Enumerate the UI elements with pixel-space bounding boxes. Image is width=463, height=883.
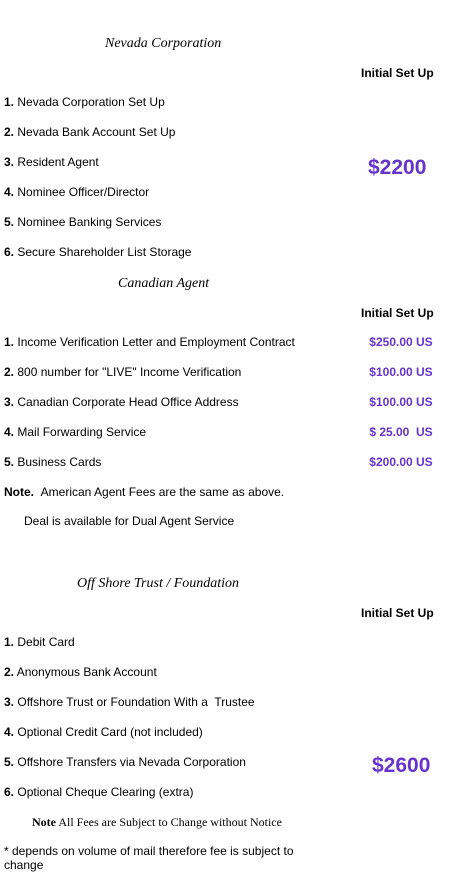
item-number: 2.	[4, 125, 15, 139]
offshore-item-6: 6. Optional Cheque Clearing (extra)	[4, 785, 193, 799]
item-text: 800 number for "LIVE" Income Verificatio…	[17, 365, 242, 379]
nevada-item-6: 6. Secure Shareholder List Storage	[4, 245, 191, 259]
item-text: Offshore Transfers via Nevada Corporatio…	[17, 755, 246, 769]
item-text: Offshore Trust or Foundation With a Trus…	[17, 695, 255, 709]
nevada-item-4: 4. Nominee Officer/Director	[4, 185, 149, 199]
item-number: 4.	[4, 725, 15, 739]
offshore-item-3: 3. Offshore Trust or Foundation With a T…	[4, 695, 255, 709]
item-text: Anonymous Bank Account	[16, 665, 157, 679]
item-text: Business Cards	[17, 455, 102, 469]
item-text: Secure Shareholder List Storage	[17, 245, 192, 259]
offshore-item-5: 5. Offshore Transfers via Nevada Corpora…	[4, 755, 246, 769]
item-text: Optional Credit Card (not included)	[17, 725, 203, 739]
offshore-price: $2600	[372, 754, 431, 777]
nevada-item-3: 3. Resident Agent	[4, 155, 99, 169]
canadian-item-3: 3. Canadian Corporate Head Office Addres…	[4, 395, 239, 409]
item-number: 3.	[4, 155, 15, 169]
item-number: 2.	[4, 665, 15, 679]
item-number: 6.	[4, 785, 15, 799]
canadian-note: Note. American Agent Fees are the same a…	[4, 485, 284, 499]
item-number: 2.	[4, 365, 15, 379]
item-number: 6.	[4, 245, 15, 259]
item-number: 3.	[4, 395, 15, 409]
canadian-item-4: 4. Mail Forwarding Service	[4, 425, 146, 439]
item-text: Resident Agent	[17, 155, 99, 169]
nevada-item-1: 1. Nevada Corporation Set Up	[4, 95, 165, 109]
item-text: Mail Forwarding Service	[17, 425, 147, 439]
item-number: 5.	[4, 455, 15, 469]
item-text: Canadian Corporate Head Office Address	[17, 395, 239, 409]
canadian-deal-text: Deal is available for Dual Agent Service	[24, 514, 235, 528]
nevada-price: $2200	[368, 156, 427, 179]
offshore-col-header: Initial Set Up	[361, 606, 434, 620]
canadian-price-3: $100.00 US	[369, 395, 433, 409]
item-text: Nevada Corporation Set Up	[17, 95, 165, 109]
footnote-line-1: * depends on volume of mail therefore fe…	[4, 844, 294, 858]
nevada-heading: Nevada Corporation	[105, 36, 222, 51]
canadian-col-header: Initial Set Up	[361, 306, 434, 320]
canadian-item-5: 5. Business Cards	[4, 455, 101, 469]
item-number: 1.	[4, 635, 15, 649]
fees-notice: Note All Fees are Subject to Change with…	[32, 815, 282, 830]
canadian-price-5: $200.00 US	[369, 455, 433, 469]
nevada-item-5: 5. Nominee Banking Services	[4, 215, 161, 229]
item-number: 5.	[4, 755, 15, 769]
item-number: 4.	[4, 185, 15, 199]
item-number: 1.	[4, 95, 15, 109]
item-text: Income Verification Letter and Employmen…	[17, 335, 295, 349]
offshore-heading: Off Shore Trust / Foundation	[77, 576, 240, 591]
canadian-price-1: $250.00 US	[369, 335, 433, 349]
item-text: Optional Cheque Clearing (extra)	[17, 785, 194, 799]
item-number: 3.	[4, 695, 15, 709]
canadian-heading: Canadian Agent	[118, 276, 210, 291]
footnote-line-2: change	[4, 858, 44, 872]
item-text: Nominee Officer/Director	[17, 185, 150, 199]
canadian-item-2: 2. 800 number for "LIVE" Income Verifica…	[4, 365, 241, 379]
offshore-item-4: 4. Optional Credit Card (not included)	[4, 725, 203, 739]
nevada-col-header: Initial Set Up	[361, 66, 434, 80]
notice-label: Note	[32, 815, 56, 829]
note-label: Note.	[4, 485, 34, 499]
item-text: Nevada Bank Account Set Up	[17, 125, 176, 139]
item-number: 5.	[4, 215, 15, 229]
item-number: 1.	[4, 335, 15, 349]
offshore-item-1: 1. Debit Card	[4, 635, 75, 649]
note-text: American Agent Fees are the same as abov…	[40, 485, 285, 499]
item-text: Nominee Banking Services	[17, 215, 162, 229]
nevada-item-2: 2. Nevada Bank Account Set Up	[4, 125, 175, 139]
item-text: Debit Card	[17, 635, 75, 649]
item-number: 4.	[4, 425, 15, 439]
canadian-price-2: $100.00 US	[369, 365, 433, 379]
offshore-item-2: 2. Anonymous Bank Account	[4, 665, 157, 679]
canadian-price-4: $ 25.00 US	[369, 425, 433, 439]
canadian-item-1: 1. Income Verification Letter and Employ…	[4, 335, 295, 349]
notice-text: All Fees are Subject to Change without N…	[58, 815, 282, 829]
